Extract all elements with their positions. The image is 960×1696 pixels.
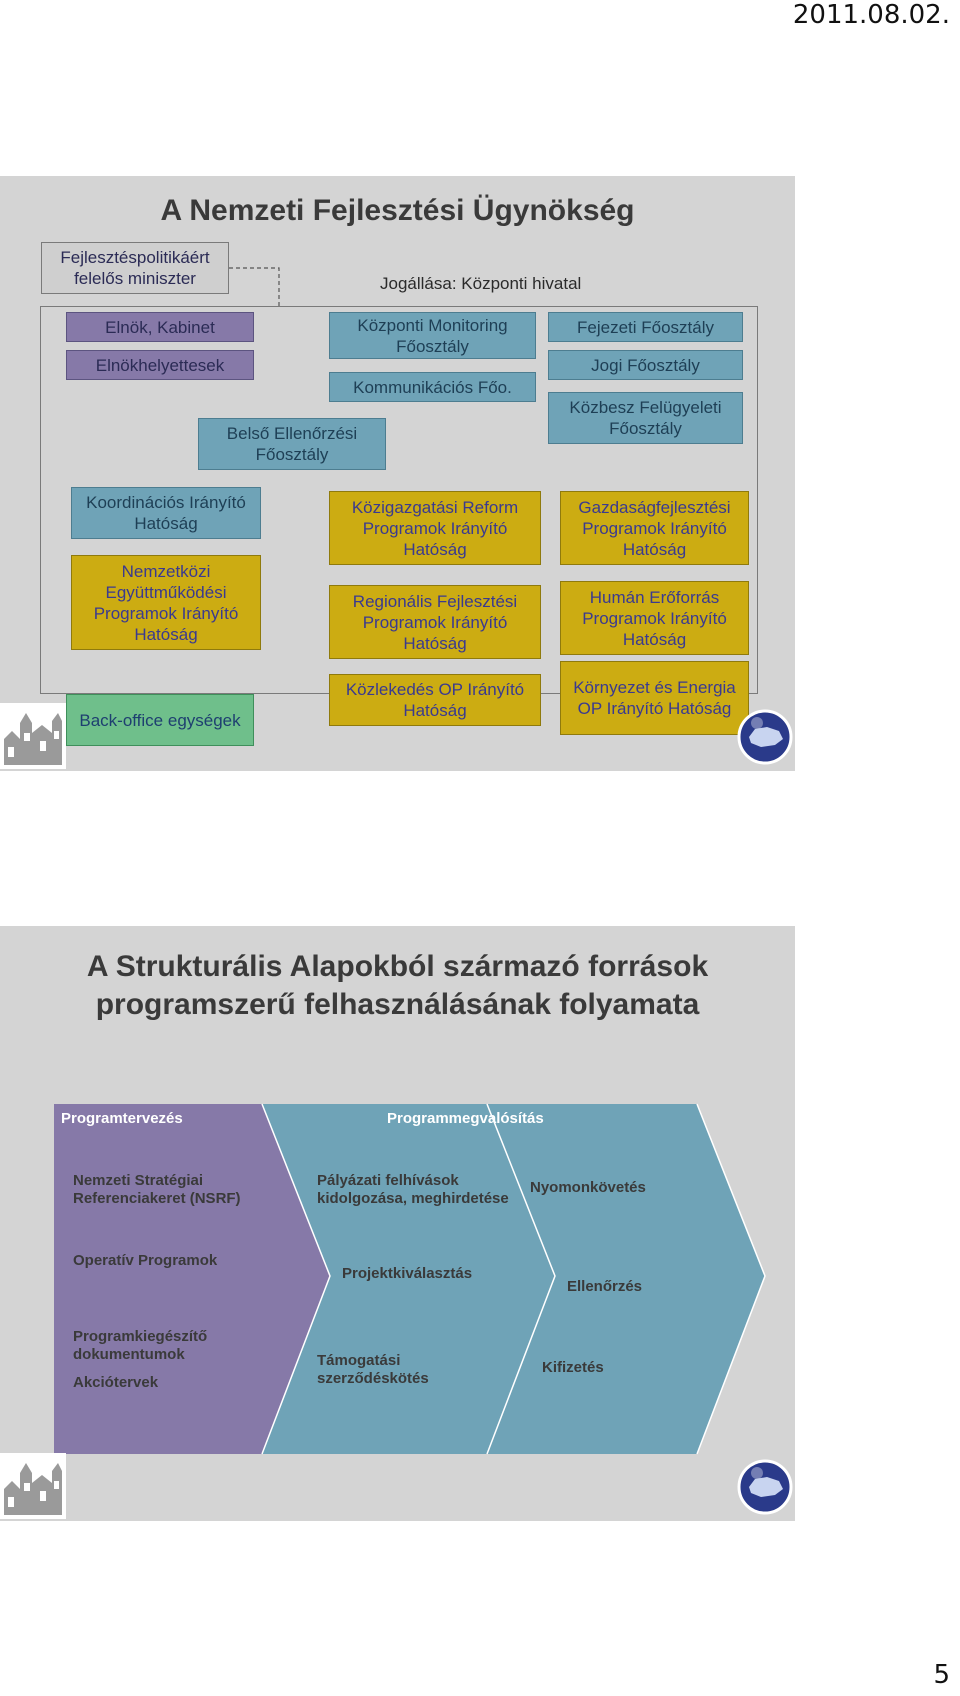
page-number: 5 bbox=[933, 1660, 950, 1690]
box-belso-ellenorzesi: Belső Ellenőrzési Főosztály bbox=[198, 418, 386, 470]
slide-title-line2: programszerű felhasználásának folyamata bbox=[95, 988, 700, 1021]
col1-item2: Operatív Programok bbox=[73, 1252, 218, 1269]
slide-title-line1: A Strukturális Alapokból származó forrás… bbox=[86, 950, 709, 983]
box-regionalis: Regionális Fejlesztési Programok Irányít… bbox=[329, 585, 541, 659]
phase-programmegvalositas: Programmegvalósítás bbox=[387, 1110, 544, 1127]
box-backoffice: Back-office egységek bbox=[66, 694, 254, 746]
col3-item2: Ellenőrzés bbox=[567, 1278, 643, 1295]
box-human: Humán Erőforrás Programok Irányító Hatós… bbox=[560, 581, 749, 655]
process-chevrons bbox=[54, 1103, 766, 1455]
box-gazdasag: Gazdaságfejlesztési Programok Irányító H… bbox=[560, 491, 749, 565]
box-monitoring: Központi Monitoring Főosztály bbox=[329, 312, 536, 359]
legal-status: Jogállása: Központi hivatal bbox=[380, 274, 582, 293]
box-fejezeti: Fejezeti Főosztály bbox=[548, 312, 743, 342]
box-kozbesz: Közbesz Felügyeleti Főosztály bbox=[548, 392, 743, 444]
city-logo bbox=[0, 703, 66, 769]
box-kommunikacios: Kommunikációs Főo. bbox=[329, 372, 536, 402]
box-kozigazgatasi: Közigazgatási Reform Programok Irányító … bbox=[329, 491, 541, 565]
connector-lines bbox=[229, 267, 280, 306]
slide-structural-funds-process: A Strukturális Alapokból származó forrás… bbox=[0, 926, 795, 1521]
slide-nfu-structure: A Nemzeti Fejlesztési Ügynökség Fejleszt… bbox=[0, 176, 795, 771]
box-kornyezet: Környezet és Energia OP Irányító Hatóság bbox=[560, 661, 749, 735]
phase-programtervezes: Programtervezés bbox=[61, 1110, 183, 1127]
box-elnokhelyettesek: Elnökhelyettesek bbox=[66, 350, 254, 380]
col3-item3: Kifizetés bbox=[542, 1359, 604, 1376]
city-logo bbox=[0, 1453, 66, 1519]
slide-title: A Nemzeti Fejlesztési Ügynökség bbox=[160, 194, 635, 227]
box-koordinacios: Koordinációs Irányító Hatóság bbox=[71, 487, 261, 539]
box-jogi: Jogi Főosztály bbox=[548, 350, 743, 380]
box-nemzetkozi: Nemzetközi Együttműködési Programok Irán… bbox=[71, 555, 261, 650]
hungary-emblem-icon bbox=[737, 1459, 793, 1515]
box-elnok-kabinet: Elnök, Kabinet bbox=[66, 312, 254, 342]
box-kozlekedes: Közlekedés OP Irányító Hatóság bbox=[329, 674, 541, 726]
page-date: 2011.08.02. bbox=[792, 0, 950, 30]
col3-item1: Nyomonkövetés bbox=[530, 1179, 646, 1196]
hungary-emblem-icon bbox=[737, 709, 793, 765]
col2-item2: Projektkiválasztás bbox=[342, 1265, 473, 1282]
col2-item3: Támogatási szerződéskötés bbox=[317, 1352, 429, 1387]
col1-item3: Programkiegészítő dokumentumok bbox=[73, 1328, 208, 1363]
col2-item1: Pályázati felhívások kidolgozása, meghir… bbox=[317, 1172, 509, 1207]
col1-item4: Akciótervek bbox=[73, 1374, 159, 1391]
minister-box: Fejlesztéspolitikáért felelős miniszter bbox=[41, 242, 229, 294]
col1-item1: Nemzeti Stratégiai Referenciakeret (NSRF… bbox=[73, 1172, 241, 1207]
